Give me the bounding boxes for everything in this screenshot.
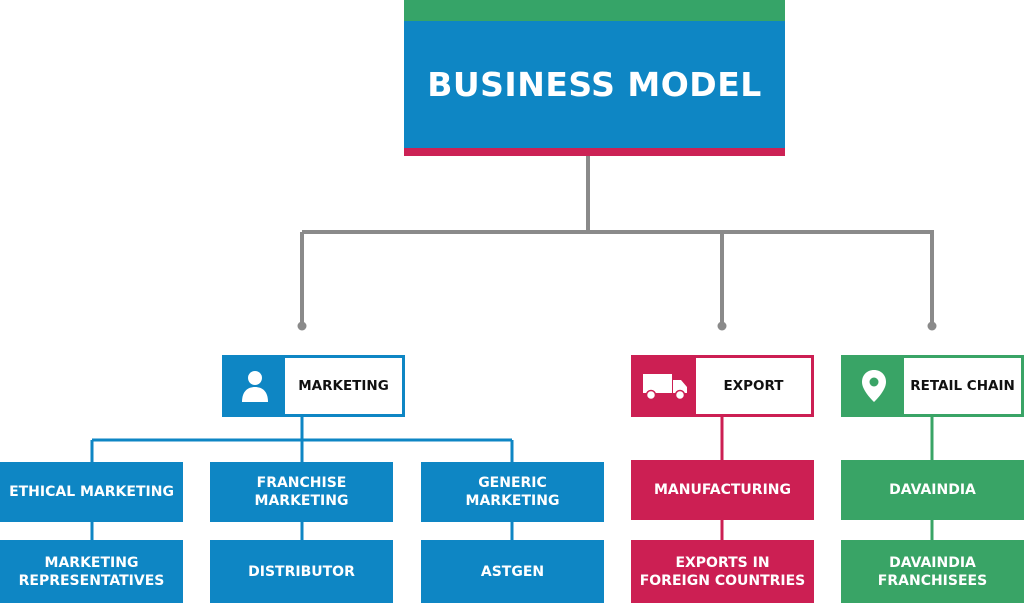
davaindia-franchisees-box: DAVAINDIA FRANCHISEES [841,540,1024,603]
person-icon [225,358,285,414]
marketing-header: MARKETING [222,355,405,417]
marketing-label: MARKETING [298,378,389,394]
generic-marketing-box: GENERIC MARKETING [421,462,604,522]
truck-icon [634,358,696,414]
retail-chain-header: RETAIL CHAIN [841,355,1024,417]
title-box [404,0,785,156]
diagram-title: BUSINESS MODEL [427,65,762,104]
location-pin-icon [844,358,904,414]
ethical-marketing-box: ETHICAL MARKETING [0,462,183,522]
davaindia-box: DAVAINDIA [841,460,1024,520]
astgen-box: ASTGEN [421,540,604,603]
title-top-band [404,0,785,21]
marketing-representatives-box: MARKETING REPRESENTATIVES [0,540,183,603]
title-bottom-band [404,148,785,156]
manufacturing-box: MANUFACTURING [631,460,814,520]
franchise-marketing-box: FRANCHISE MARKETING [210,462,393,522]
export-label: EXPORT [723,378,784,394]
export-header: EXPORT [631,355,814,417]
retail-chain-label: RETAIL CHAIN [910,378,1015,394]
distributor-box: DISTRIBUTOR [210,540,393,603]
exports-foreign-countries-box: EXPORTS IN FOREIGN COUNTRIES [631,540,814,603]
